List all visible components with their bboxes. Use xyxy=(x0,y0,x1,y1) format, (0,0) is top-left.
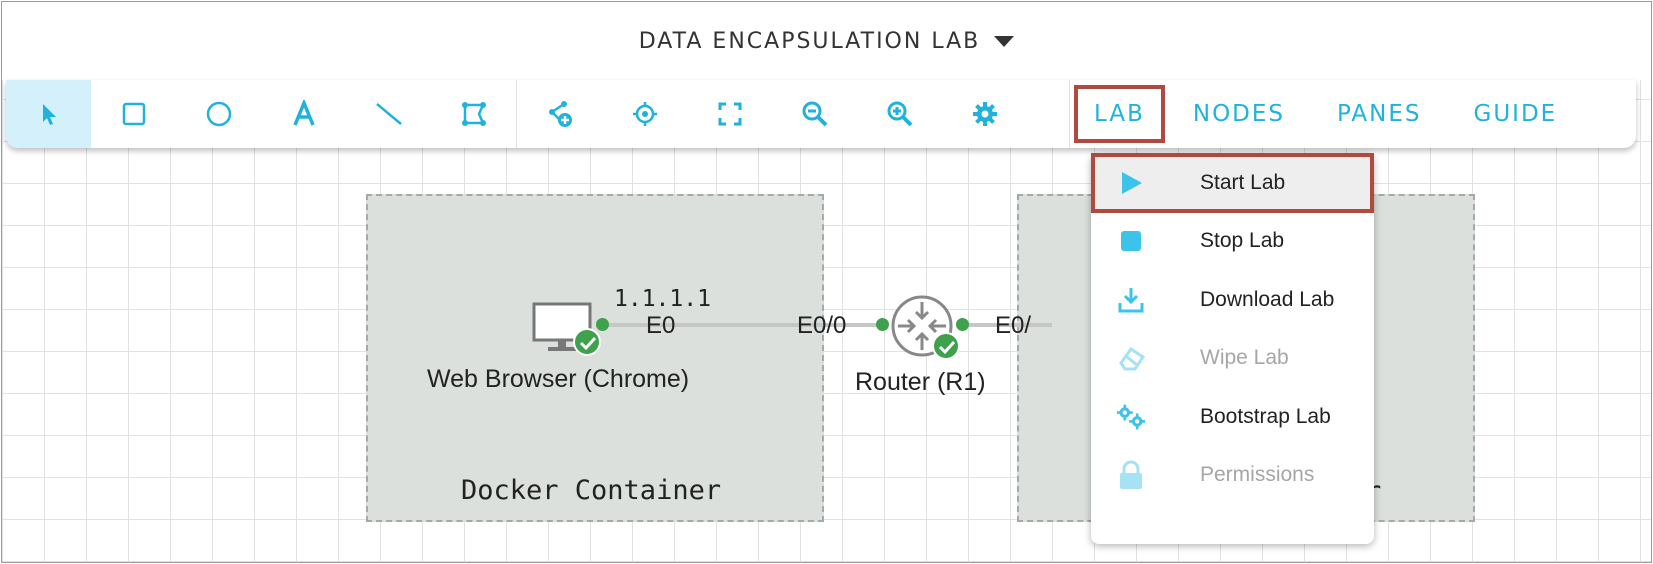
docker-container-box[interactable] xyxy=(366,194,824,522)
interface-label: E0/0 xyxy=(797,312,847,339)
fit-screen-icon xyxy=(718,102,741,126)
start-lab-menu-item[interactable]: Start Lab xyxy=(1091,153,1374,213)
nodes-menu-tab[interactable]: NODES xyxy=(1192,101,1286,127)
stop-lab-menu-item[interactable]: Stop Lab xyxy=(1091,211,1374,271)
stop-icon xyxy=(1116,226,1146,256)
ip-address-label: 1.1.1.1 xyxy=(614,286,711,312)
download-lab-menu-item[interactable]: Download Lab xyxy=(1091,270,1374,330)
link-router-server[interactable] xyxy=(962,323,1052,327)
menu-item-label: Wipe Lab xyxy=(1200,346,1289,369)
zoom-in-button[interactable] xyxy=(857,80,942,148)
target-icon xyxy=(632,102,657,126)
router-node[interactable] xyxy=(890,294,960,360)
text-tool-button[interactable] xyxy=(261,80,346,148)
port-dot[interactable] xyxy=(956,318,969,331)
container-label: Docker Container xyxy=(461,475,722,506)
fit-screen-button[interactable] xyxy=(687,80,772,148)
gears-icon xyxy=(1116,402,1146,432)
status-check-icon xyxy=(932,332,960,360)
line-icon xyxy=(375,103,402,125)
ellipse-icon xyxy=(206,101,231,127)
topology-canvas[interactable]: Docker Container ainer 1.1.1.1 E0 Web Br… xyxy=(2,80,1651,562)
toolbar-divider xyxy=(516,80,517,148)
wipe-lab-menu-item[interactable]: Wipe Lab xyxy=(1091,328,1374,388)
interface-label: E0/ xyxy=(995,312,1032,339)
lab-menu-tab[interactable]: LAB xyxy=(1072,83,1167,145)
lab-title[interactable]: DATA ENCAPSULATION LAB xyxy=(638,28,981,54)
panes-menu-tab[interactable]: PANES xyxy=(1337,101,1422,127)
text-icon xyxy=(292,100,315,126)
title-bar: DATA ENCAPSULATION LAB xyxy=(2,2,1651,80)
polygon-tool-button[interactable] xyxy=(431,80,516,148)
add-node-icon xyxy=(548,101,572,127)
menu-item-label: Download Lab xyxy=(1200,288,1335,311)
chevron-down-icon[interactable] xyxy=(994,35,1015,47)
lock-icon xyxy=(1116,460,1146,490)
pointer-icon xyxy=(42,104,56,125)
toolbar: LAB NODES PANES GUIDE xyxy=(6,80,1636,148)
settings-icon xyxy=(972,102,997,126)
status-check-icon xyxy=(573,328,601,356)
ellipse-tool-button[interactable] xyxy=(176,80,261,148)
lab-dropdown-menu: Start Lab Stop Lab Download Lab Wipe Lab… xyxy=(1091,153,1374,544)
pointer-tool-button[interactable] xyxy=(6,80,91,148)
port-dot[interactable] xyxy=(876,318,889,331)
zoom-out-button[interactable] xyxy=(772,80,857,148)
menu-tabs: LAB NODES PANES GUIDE xyxy=(1072,80,1583,148)
interface-label: E0 xyxy=(646,312,676,339)
eraser-icon xyxy=(1116,343,1146,373)
play-icon xyxy=(1116,168,1146,198)
polygon-icon xyxy=(461,102,486,126)
port-dot[interactable] xyxy=(596,318,609,331)
guide-menu-tab[interactable]: GUIDE xyxy=(1473,101,1558,127)
line-tool-button[interactable] xyxy=(346,80,431,148)
link-browser-router[interactable] xyxy=(602,323,884,327)
add-node-button[interactable] xyxy=(517,80,602,148)
menu-item-label: Permissions xyxy=(1200,463,1315,486)
node-label: Router (R1) xyxy=(855,368,986,396)
zoom-in-icon xyxy=(887,101,912,127)
menu-item-label: Stop Lab xyxy=(1200,229,1285,252)
center-button[interactable] xyxy=(602,80,687,148)
permissions-menu-item[interactable]: Permissions xyxy=(1091,445,1374,505)
rectangle-icon xyxy=(122,102,145,126)
settings-button[interactable] xyxy=(942,80,1027,148)
bootstrap-lab-menu-item[interactable]: Bootstrap Lab xyxy=(1091,387,1374,447)
toolbar-divider xyxy=(1069,80,1070,148)
zoom-out-icon xyxy=(802,101,827,127)
menu-item-label: Bootstrap Lab xyxy=(1200,405,1331,428)
menu-item-label: Start Lab xyxy=(1200,171,1286,194)
download-icon xyxy=(1116,285,1146,315)
node-label: Web Browser (Chrome) xyxy=(427,365,690,393)
rectangle-tool-button[interactable] xyxy=(91,80,176,148)
web-browser-node[interactable] xyxy=(530,298,601,358)
